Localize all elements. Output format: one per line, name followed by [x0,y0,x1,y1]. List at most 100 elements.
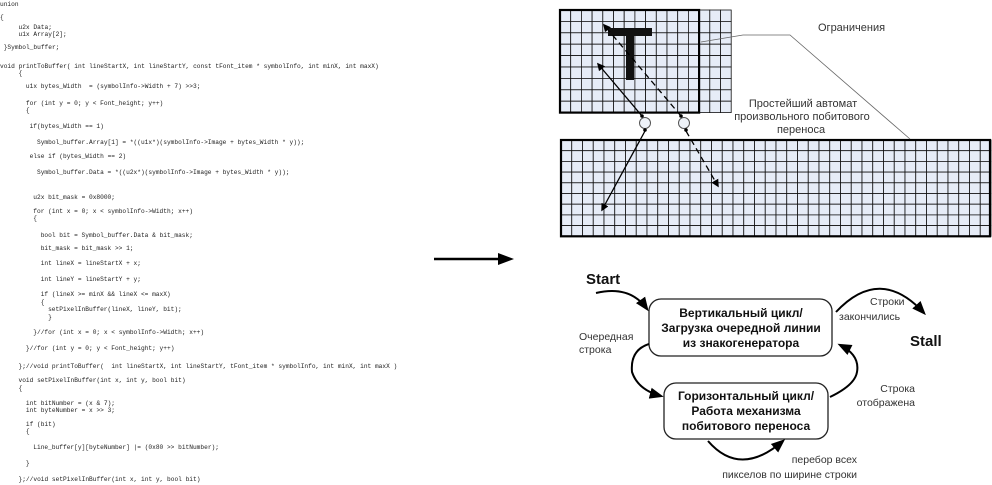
grid-cell [677,32,689,45]
code-line: { [40,299,45,306]
grid-cell [613,89,625,102]
grid-cell [645,9,657,22]
svg-text:Вертикальный цикл/: Вертикальный цикл/ [679,306,803,320]
grid-cell [559,66,572,79]
grid-cell [915,214,927,226]
grid-cell [646,139,659,152]
grid-cell [818,225,831,237]
glyph-t [608,28,652,80]
grid-cell [689,225,702,237]
grid-cell [603,171,616,184]
grid-cell [764,160,777,173]
grid-cell [645,43,657,57]
grid-cell [840,193,852,205]
grid-cell [936,225,949,237]
grid-cell [657,203,669,216]
stall-label: Stall [910,333,942,350]
grid-cell [613,66,625,79]
grid-cell [764,171,777,184]
grid-cell [591,20,604,34]
grid-cell [678,160,691,173]
grid-cell [807,193,820,205]
grid-cell [634,100,647,113]
code-line: }//for (int y = 0; y < Font_height; y++) [25,345,175,352]
grid-cell [936,139,949,152]
grid-cell [775,171,788,184]
grid-cell [872,150,884,162]
grid-cell [592,139,605,152]
grid-cell [818,171,831,184]
code-line: int lineX = lineStartX + x; [40,260,141,267]
grid-cell [634,55,647,68]
grid-cell [678,139,691,152]
grid-cell [775,193,788,205]
grid-cell [709,100,721,113]
grid-cell [926,214,938,226]
code-line: for (int y = 0; y < Font_height; y++) [25,100,164,107]
grid-cell [969,225,981,237]
grid-cell [698,78,711,91]
grid-cell [969,171,981,184]
grid-cell [635,171,648,184]
code-line: if (lineX >= minX && lineX <= maxX) [40,291,171,298]
code-line: Line_buffer[y][byteNumber] |= (0x80 >> b… [33,444,219,451]
grid-cell [613,9,625,22]
grid-cell [797,182,809,194]
grid-cell [947,193,960,205]
grid-cell [559,55,572,68]
grid-cell [958,139,970,152]
grid-cell [786,214,798,226]
grid-cell [797,225,809,237]
grid-cell [915,150,927,162]
grid-cell [625,193,637,205]
grid-cell [646,203,659,216]
grid-cell [807,225,820,237]
grid-cell [904,225,917,237]
grid-cell [883,225,895,237]
grid-cell [655,78,668,91]
grid-cell [743,150,755,162]
code-line: int bitNumber = (x & 7); [25,400,116,407]
grid-cell [571,203,583,216]
grid-cell [893,214,906,226]
grid-cell [688,78,700,91]
grid-cell [958,171,970,184]
grid-cell [829,193,841,205]
grid-cell [818,139,831,152]
grid-cell [840,214,852,226]
grid-cell [861,203,874,216]
grid-cell [904,193,917,205]
grid-cell [775,150,788,162]
code-line: { [18,70,23,77]
grid-cell [861,182,874,194]
svg-text:из знакогенератора: из знакогенератора [683,336,800,350]
grid-cell [625,203,637,216]
grid-cell [581,55,593,68]
grid-cell [786,193,798,205]
grid-cell [570,66,582,79]
grid-cell [720,9,732,22]
grid-cell [904,160,917,173]
grid-cell [571,150,583,162]
grid-cell [720,100,732,113]
grid-cell [721,150,734,162]
grid-cell [840,203,852,216]
grid-cell [603,139,616,152]
grid-cell [570,9,582,22]
grid-cell [668,203,680,216]
grid-cell [786,182,798,194]
grid-cell [732,150,745,162]
grid-cell [657,193,669,205]
grid-cell [677,9,689,22]
grid-cell [947,214,960,226]
grid-cell [883,203,895,216]
grid-cell [678,214,691,226]
grid-border [559,138,992,238]
grid-cell [861,139,874,152]
grid-cell [840,225,852,237]
grid-cell [613,100,625,113]
grid-cell [592,171,605,184]
grid-cell [581,89,593,102]
grid-cell [775,214,788,226]
grid-cell [947,150,960,162]
